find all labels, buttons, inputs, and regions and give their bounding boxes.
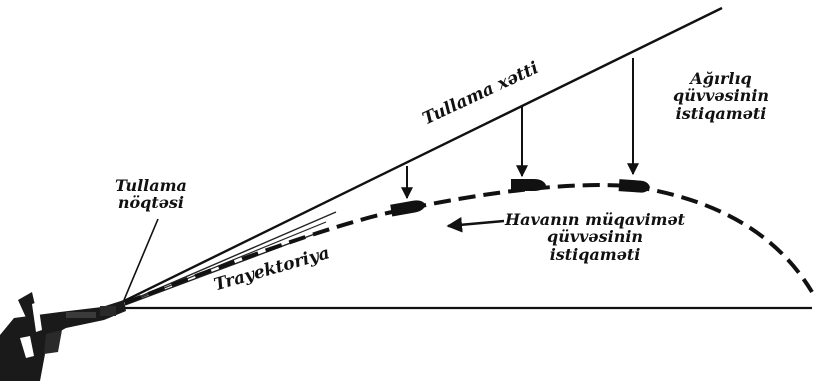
air-resistance-arrow — [446, 216, 505, 233]
air-resistance-label-line3: istiqaməti — [549, 244, 641, 264]
gravity-label-line2: qüvvəsinin — [673, 86, 770, 106]
bullet-icon — [390, 200, 426, 217]
firing-point-label-line1: Tullama — [115, 176, 187, 195]
firing-point-pointer — [123, 218, 159, 301]
air-resistance-label-line1: Havanın müqavimət — [505, 210, 686, 229]
rifle-icon — [0, 292, 126, 381]
gravity-direction-label: Ağırlıq qüvvəsinin istiqaməti — [673, 70, 769, 122]
bullet-icon — [618, 179, 650, 193]
air-resistance-direction-label: Havanın müqavimət qüvvəsinin istiqaməti — [505, 211, 685, 263]
gravity-label-line3: istiqaməti — [675, 103, 767, 123]
bullet-icon — [511, 179, 546, 191]
firing-point-label: Tullama nöqtəsi — [115, 177, 187, 212]
shading-line — [124, 231, 321, 306]
firing-line — [121, 6, 723, 304]
gravity-label-line1: Ağırlıq — [690, 69, 752, 88]
air-resistance-label-line2: qüvvəsinin — [547, 227, 644, 247]
firing-point-label-line2: nöqtəsi — [117, 193, 185, 213]
